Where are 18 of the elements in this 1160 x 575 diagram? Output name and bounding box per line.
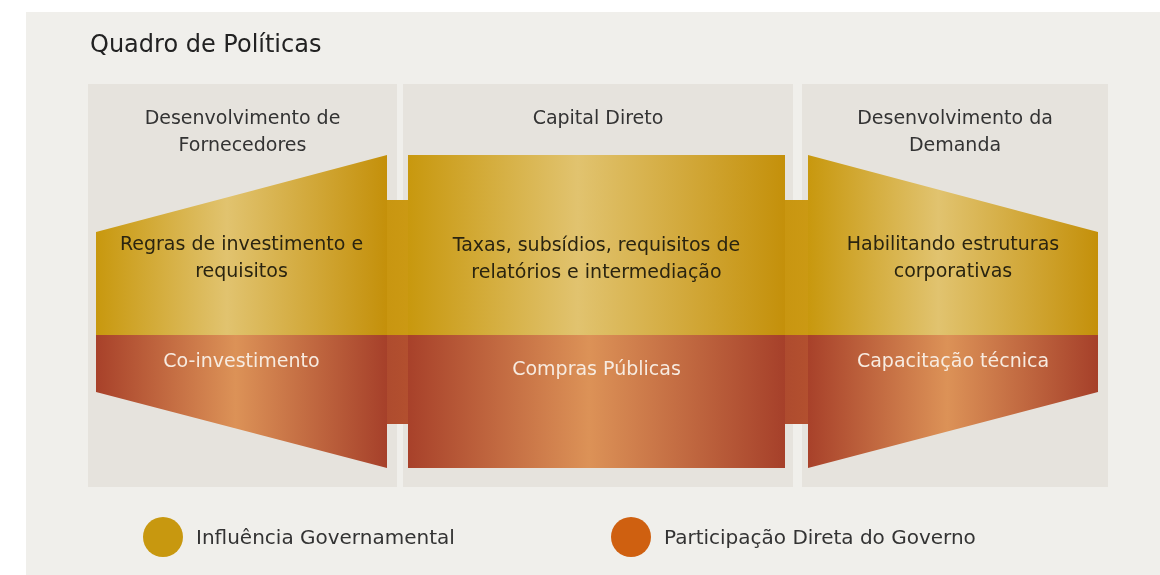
column-heading: Desenvolvimento de Fornecedores <box>143 105 342 157</box>
column-heading: Desenvolvimento da Demanda <box>856 105 1054 157</box>
column-heading: Capital Direto <box>531 105 665 130</box>
band-label: Habilitando estruturas corporativas <box>845 231 1061 283</box>
band-label: Compras Públicas <box>511 356 682 381</box>
column-panel <box>802 84 1108 487</box>
column-panel <box>88 84 397 487</box>
band-label: Regras de investimento e requisitos <box>118 231 365 283</box>
diagram-title: Quadro de Políticas <box>90 30 322 58</box>
influence-band <box>96 155 387 335</box>
influence-band <box>808 155 1098 335</box>
participation-band <box>408 335 785 468</box>
influence-band <box>408 155 785 335</box>
band-label: Co-investimento <box>162 348 321 373</box>
band-label: Taxas, subsídios, requisitos de relatórios e intermediação <box>451 232 742 284</box>
band-label: Capacitação técnica <box>855 348 1051 373</box>
legend-label: Participação Direta do Governo <box>664 525 976 549</box>
legend-label: Influência Governamental <box>196 525 455 549</box>
